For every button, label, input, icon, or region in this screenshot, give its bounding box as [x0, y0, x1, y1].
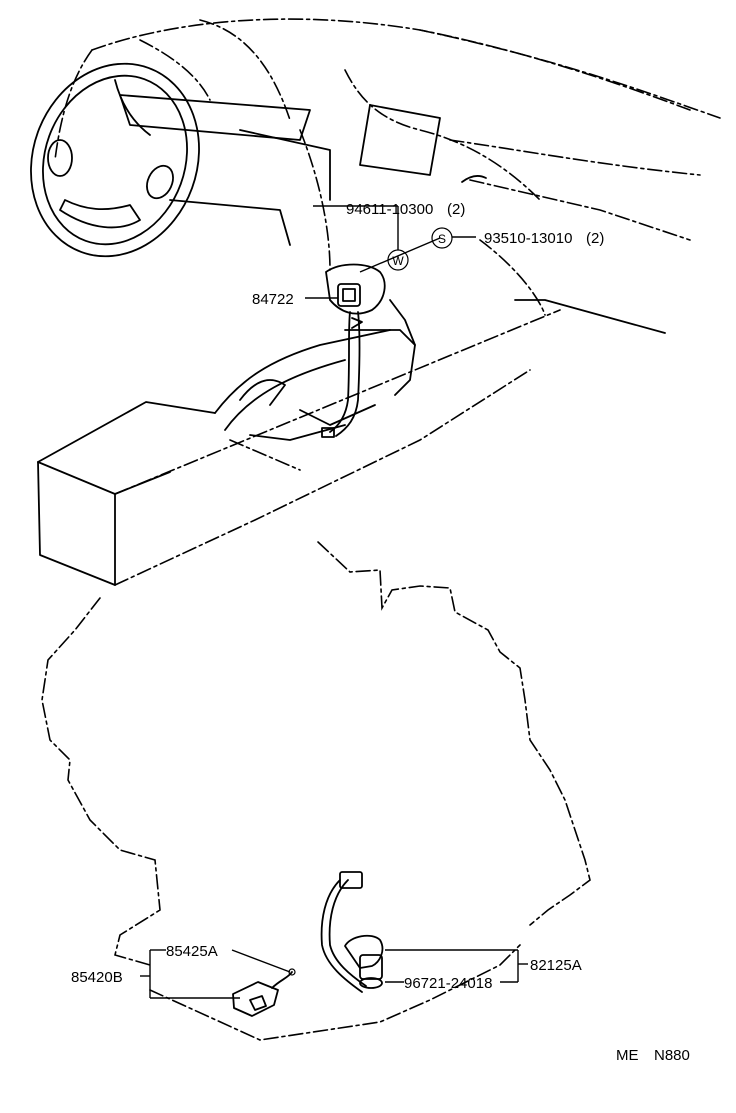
sensor-b-part-number: 85420B	[71, 969, 123, 986]
diagram-code-prefix: ME	[616, 1047, 639, 1064]
sensor-a-part-number: 85425A	[166, 943, 218, 960]
transmission-outline	[41, 541, 591, 1041]
screw-symbol	[431, 227, 453, 249]
screw-quantity: (2)	[586, 230, 604, 247]
screw-symbol-label: S	[438, 232, 446, 246]
washer-symbol	[387, 249, 409, 271]
bolt-part-number: 94611-10300	[346, 201, 433, 218]
center-console	[37, 299, 561, 586]
dashboard-outline	[54, 18, 721, 334]
bolt-quantity: (2)	[447, 201, 465, 218]
diagram-code: N880	[654, 1047, 690, 1064]
switch-part-number: 84722	[252, 291, 294, 308]
lower-sensor	[232, 968, 296, 1017]
washer-symbol-label: W	[392, 254, 404, 268]
steering-wheel	[30, 62, 200, 258]
screw-part-number: 93510-13010	[484, 230, 572, 247]
lower-leaders	[140, 949, 528, 999]
clip-part-number: 96721-24018	[404, 975, 492, 992]
upper-leaders	[305, 205, 476, 299]
harness-part-number: 82125A	[530, 957, 582, 974]
switch-assembly	[321, 263, 386, 438]
lower-harness	[320, 871, 384, 993]
